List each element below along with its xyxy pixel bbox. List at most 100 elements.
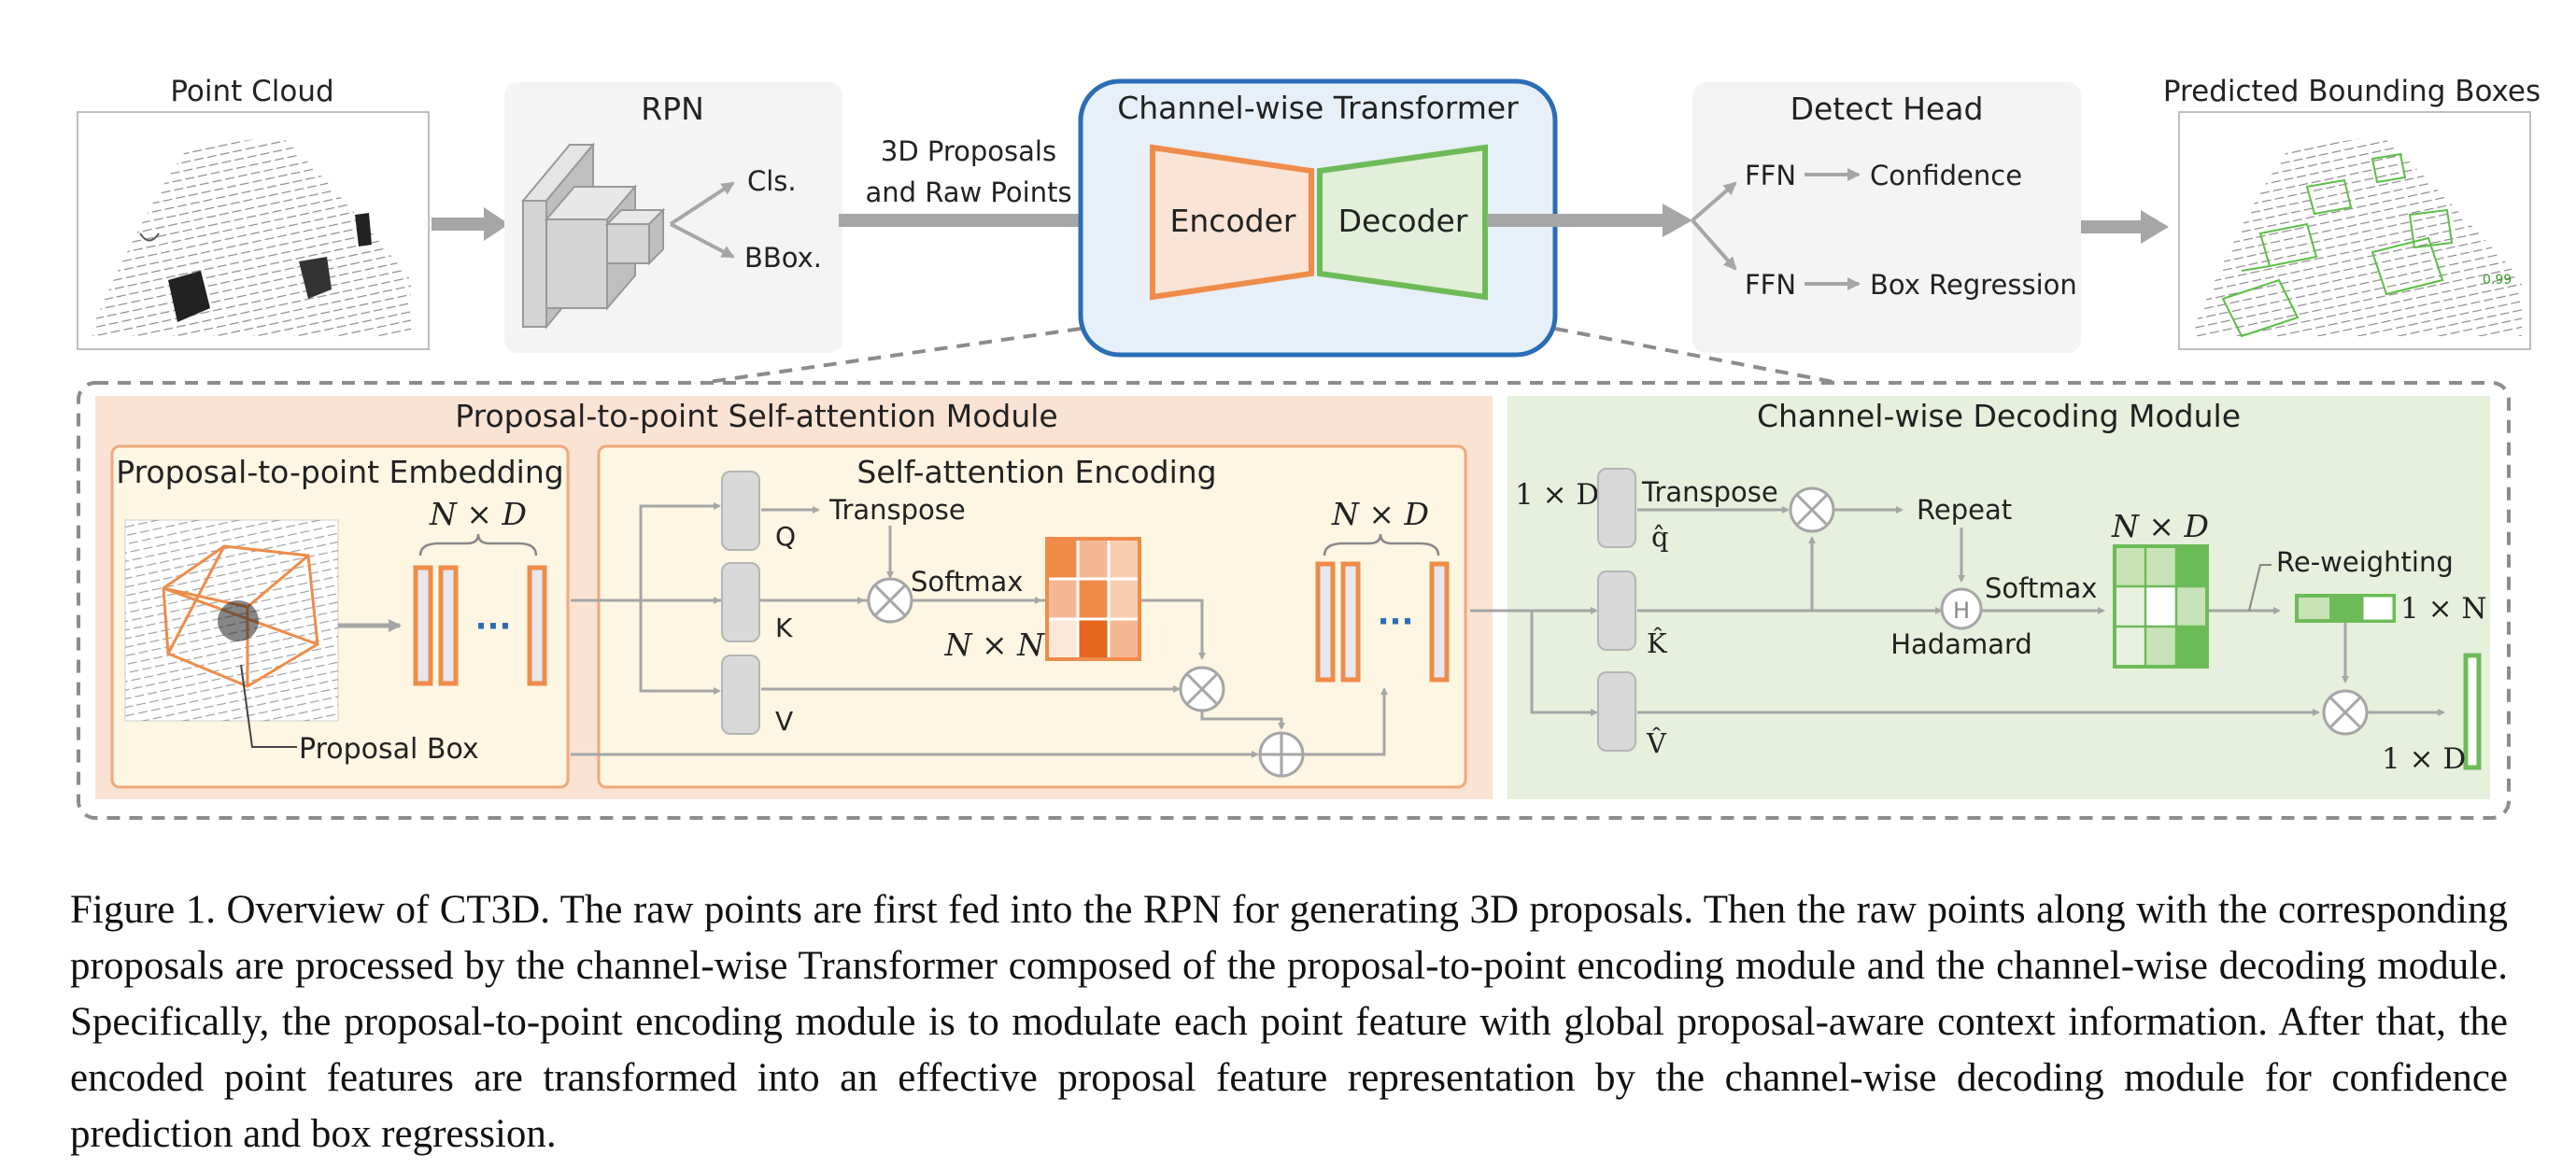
- feature-bar-n: [527, 565, 547, 686]
- v-block: [721, 655, 760, 735]
- ffn-label-2: FFN: [1745, 269, 1796, 301]
- arrow-head-to-output-tip: [2141, 210, 2169, 244]
- repeat-label: Repeat: [1917, 494, 2012, 526]
- detect-head-panel: Detect Head FFN FFN Confidence Box Regre…: [1691, 82, 2081, 353]
- proposals-label-line1: 3D Proposals: [881, 135, 1056, 167]
- proposal-box-label: Proposal Box: [299, 733, 479, 766]
- detect-head-label: Detect Head: [1790, 91, 1984, 127]
- decoding-module-title: Channel-wise Decoding Module: [1757, 398, 2241, 434]
- output-vector: [2463, 653, 2482, 770]
- point-cloud-label: Point Cloud: [170, 75, 333, 108]
- v-label: V: [775, 706, 793, 737]
- architecture-diagram: Point Cloud RPN Cls. BBox. 3D: [77, 75, 2541, 820]
- zoom-line-left: [701, 327, 1082, 385]
- matmul-op-2: [1179, 666, 1225, 712]
- q-hat-label: q̂: [1651, 521, 1669, 553]
- decoding-transpose-label: Transpose: [1641, 476, 1778, 508]
- hadamard-op: H: [1940, 587, 1983, 630]
- decoding-module: Channel-wise Decoding Module 1 × D q̂ K̂…: [1470, 396, 2490, 799]
- softmax-label: Softmax: [911, 566, 1023, 598]
- output-nd-label: N × D: [1331, 496, 1429, 532]
- k-block: [721, 562, 760, 642]
- point-cloud-image: [89, 135, 411, 336]
- arrow-head-ffn2: [1691, 218, 1737, 271]
- arrow-rpn-bbox: [670, 222, 735, 259]
- self-attention-title: Self-attention Encoding: [856, 454, 1216, 490]
- arrow-cloud-to-rpn-head: [484, 207, 509, 241]
- rpn-bbox-label: BBox.: [744, 242, 822, 274]
- arrow-mult-to-add: [1200, 711, 1285, 730]
- hadamard-label: Hadamard: [1890, 628, 2032, 660]
- detect-head-box: [1692, 82, 2081, 353]
- decoding-matmul-op: [1789, 486, 1835, 533]
- q-dim-label: 1 × D: [1515, 478, 1599, 512]
- feature-bar-2: [438, 565, 459, 686]
- figure-caption: Figure 1. Overview of CT3D. The raw poin…: [70, 888, 2508, 1156]
- transformer-title: Channel-wise Transformer: [1117, 90, 1519, 126]
- decoding-nd-label: N × D: [2111, 508, 2209, 544]
- ffn-label-1: FFN: [1745, 160, 1796, 191]
- embedding-brace: [418, 533, 538, 556]
- k-hat-label: K̂: [1647, 627, 1668, 659]
- decoding-softmax-label: Softmax: [1985, 572, 2097, 604]
- q-label: Q: [775, 521, 796, 552]
- nn-label: N × N: [944, 627, 1046, 663]
- reweighting-label: Re-weighting: [2276, 546, 2454, 578]
- transformer-panel: Channel-wise Transformer Encoder Decoder: [1078, 78, 1558, 358]
- rpn-cls-label: Cls.: [747, 165, 797, 197]
- line-to-v-hat: [1530, 611, 1598, 716]
- output-bar-2: [1340, 561, 1361, 683]
- feature-bar-1: [413, 565, 433, 686]
- confidence-label: Confidence: [1870, 160, 2022, 191]
- detail-frame: [77, 381, 2511, 820]
- rpn-panel: RPN Cls. BBox.: [504, 82, 842, 353]
- line-to-q: [639, 502, 721, 600]
- predicted-boxes-image: 0.99: [2190, 135, 2522, 338]
- decoder-trapezoid: [1317, 144, 1488, 301]
- self-attention-box: [597, 444, 1467, 789]
- rpn-label: RPN: [641, 91, 704, 127]
- arrow-rpn-cls: [669, 181, 735, 226]
- output-ellipsis: ···: [1378, 603, 1414, 641]
- line-to-v: [639, 600, 721, 695]
- predicted-boxes-label: Predicted Bounding Boxes: [2163, 75, 2541, 108]
- proposal-box-pointer: [240, 664, 297, 748]
- k-hat-block: [1597, 570, 1636, 651]
- transpose-label: Transpose: [828, 494, 966, 526]
- add-op: [1258, 731, 1305, 778]
- encoding-module-title: Proposal-to-point Self-attention Module: [455, 398, 1057, 434]
- proposal-point-image: [124, 519, 339, 722]
- feature-ellipsis: ···: [475, 608, 512, 645]
- arrow-head-ffn1: [1691, 181, 1737, 222]
- encoder-label: Encoder: [1170, 203, 1296, 239]
- output-bar-n: [1429, 561, 1450, 683]
- box-regression-label: Box Regression: [1870, 269, 2077, 301]
- decoder-label: Decoder: [1338, 203, 1468, 239]
- one-d-out-label: 1 × D: [2382, 742, 2466, 776]
- q-hat-block: [1597, 468, 1636, 548]
- predicted-boxes-panel: Predicted Bounding Boxes 0.99: [2163, 75, 2541, 350]
- proposals-label-line2: and Raw Points: [865, 176, 1071, 208]
- arrow-transformer-to-head-tip: [1663, 204, 1692, 237]
- v-hat-label: V̂: [1646, 727, 1667, 759]
- matmul-op-1: [867, 577, 913, 624]
- encoder-trapezoid: [1150, 144, 1314, 301]
- arrow-add-to-output: [1303, 687, 1388, 756]
- q-block: [721, 471, 760, 551]
- arrow-matrix-to-mult: [1141, 599, 1206, 660]
- final-matmul-op: [2322, 689, 2369, 736]
- encoding-module: Proposal-to-point Self-attention Module …: [95, 396, 1493, 799]
- v-hat-block: [1597, 671, 1636, 752]
- reweighting-pointer: [2248, 564, 2272, 612]
- score-label: 0.99: [2483, 273, 2512, 288]
- embedding-nd-label: N × D: [429, 496, 527, 532]
- attention-matrix: [1045, 537, 1141, 661]
- point-cloud-panel: Point Cloud: [77, 75, 430, 350]
- k-label: K: [775, 613, 793, 643]
- output-brace: [1323, 533, 1440, 556]
- zoom-line-right: [1554, 327, 1839, 385]
- rpn-cnn-icon: [520, 142, 666, 330]
- weight-vector: [2295, 594, 2396, 623]
- channel-attention-matrix: [2113, 544, 2209, 669]
